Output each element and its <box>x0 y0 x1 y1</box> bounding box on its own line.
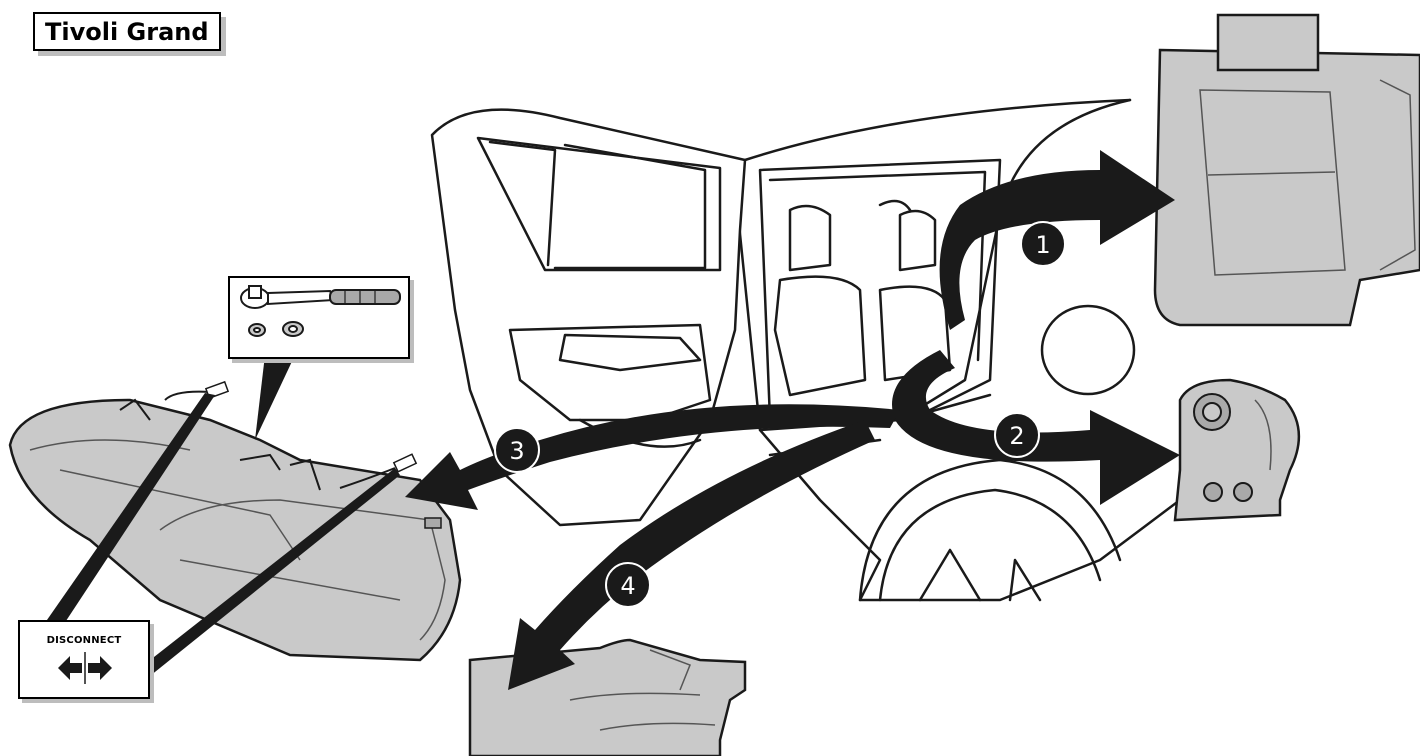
page-title: Tivoli Grand <box>45 18 209 46</box>
socket-icon <box>249 322 303 336</box>
svg-text:2: 2 <box>1009 422 1024 450</box>
seat-bracket <box>1175 380 1299 520</box>
step-badge-1: 1 <box>1021 222 1065 266</box>
svg-text:1: 1 <box>1035 231 1050 259</box>
disconnect-label: DISCONNECT <box>20 635 148 646</box>
tool-callout-box <box>228 276 410 359</box>
svg-text:4: 4 <box>620 572 635 600</box>
disconnect-box: DISCONNECT <box>18 620 150 699</box>
title-box: Tivoli Grand <box>33 12 221 51</box>
ratchet-wrench-icon <box>241 286 400 308</box>
step-badge-2: 2 <box>995 413 1039 457</box>
step-badge-3: 3 <box>495 428 539 472</box>
svg-text:3: 3 <box>509 437 524 465</box>
disconnect-arrows-icon <box>58 652 112 684</box>
step-badge-4: 4 <box>606 563 650 607</box>
rear-seat-cushion <box>10 382 460 660</box>
side-trim-panel <box>470 640 745 756</box>
rear-seat-backrest <box>1155 15 1420 325</box>
